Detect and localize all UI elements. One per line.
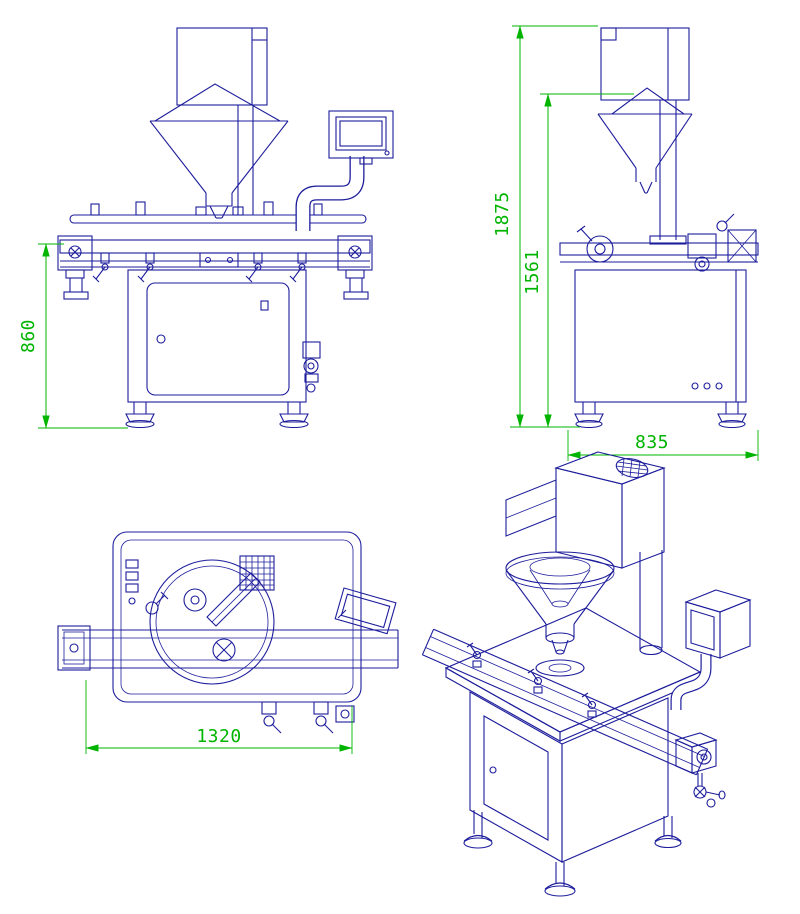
iso-gear-motor bbox=[674, 732, 726, 808]
front-clamp-2 bbox=[137, 252, 155, 283]
side-gear-motor bbox=[687, 233, 717, 259]
dimension-side-width: 835 bbox=[567, 430, 759, 461]
door-handle-icon bbox=[156, 334, 166, 344]
front-hopper bbox=[149, 83, 289, 219]
iso-cabinet bbox=[469, 691, 669, 863]
iso-drive-housing bbox=[505, 451, 666, 569]
dimension-front-height: 860 bbox=[18, 243, 128, 429]
front-view: 860 bbox=[18, 27, 394, 429]
side-support-column bbox=[659, 100, 677, 240]
side-view: 1875 1561 835 bbox=[492, 25, 759, 461]
front-drive-housing bbox=[176, 27, 268, 106]
side-hopper bbox=[597, 87, 693, 194]
front-left-end-unit bbox=[57, 235, 93, 300]
top-control-panel bbox=[334, 587, 397, 635]
iso-bottle-clamps bbox=[466, 642, 597, 718]
top-terminal-blocks bbox=[125, 559, 139, 605]
cabinet-door bbox=[146, 282, 290, 396]
front-control-panel bbox=[295, 110, 394, 231]
side-cabinet bbox=[574, 269, 747, 403]
front-side-pump bbox=[302, 341, 321, 393]
front-cabinet bbox=[127, 269, 321, 403]
dimension-1320-label: 1320 bbox=[196, 726, 241, 747]
dimension-1875-label: 1875 bbox=[492, 191, 513, 236]
front-feet bbox=[125, 402, 309, 429]
dimension-860-label: 860 bbox=[18, 319, 39, 353]
isometric-view bbox=[421, 451, 752, 897]
top-turntable bbox=[149, 559, 275, 685]
side-conveyor bbox=[559, 213, 759, 272]
iso-fan-grille-icon bbox=[615, 457, 649, 479]
iso-valve-handle-icon bbox=[693, 785, 726, 808]
top-body-outline bbox=[112, 531, 362, 703]
vent-hole-icon bbox=[703, 382, 711, 390]
top-valves bbox=[261, 701, 355, 734]
iso-support-column bbox=[639, 550, 663, 656]
side-feet bbox=[574, 402, 747, 429]
side-drive-housing bbox=[600, 27, 690, 101]
dimension-1561-label: 1561 bbox=[522, 249, 543, 294]
front-clamp-1 bbox=[92, 252, 110, 283]
dimension-835-label: 835 bbox=[635, 432, 669, 453]
dimension-conveyor-length: 1320 bbox=[85, 680, 353, 754]
top-view: 1320 bbox=[57, 531, 399, 754]
dimension-intermediate-height: 1561 bbox=[522, 93, 634, 428]
vent-hole-icon bbox=[715, 382, 723, 390]
vent-hole-icon bbox=[691, 382, 699, 390]
top-clamp-handle bbox=[145, 591, 169, 615]
front-support-column bbox=[237, 105, 254, 215]
panel-button-icon bbox=[384, 150, 390, 156]
front-right-end-unit bbox=[337, 235, 373, 300]
iso-cabinet-door bbox=[483, 715, 549, 841]
iso-control-panel bbox=[670, 589, 752, 710]
top-conveyor-rails bbox=[57, 625, 399, 671]
front-clamp-3 bbox=[245, 252, 263, 283]
dimension-overall-height: 1875 bbox=[492, 25, 598, 428]
iso-feet bbox=[463, 810, 682, 897]
front-conveyor bbox=[57, 201, 373, 300]
iso-bottle-guide bbox=[535, 659, 585, 677]
iso-panel-screen bbox=[690, 609, 715, 651]
iso-hopper bbox=[505, 551, 615, 655]
iso-conveyor-rail bbox=[421, 628, 709, 776]
iso-door-handle-icon bbox=[489, 766, 497, 774]
top-motor-fan bbox=[239, 555, 275, 591]
